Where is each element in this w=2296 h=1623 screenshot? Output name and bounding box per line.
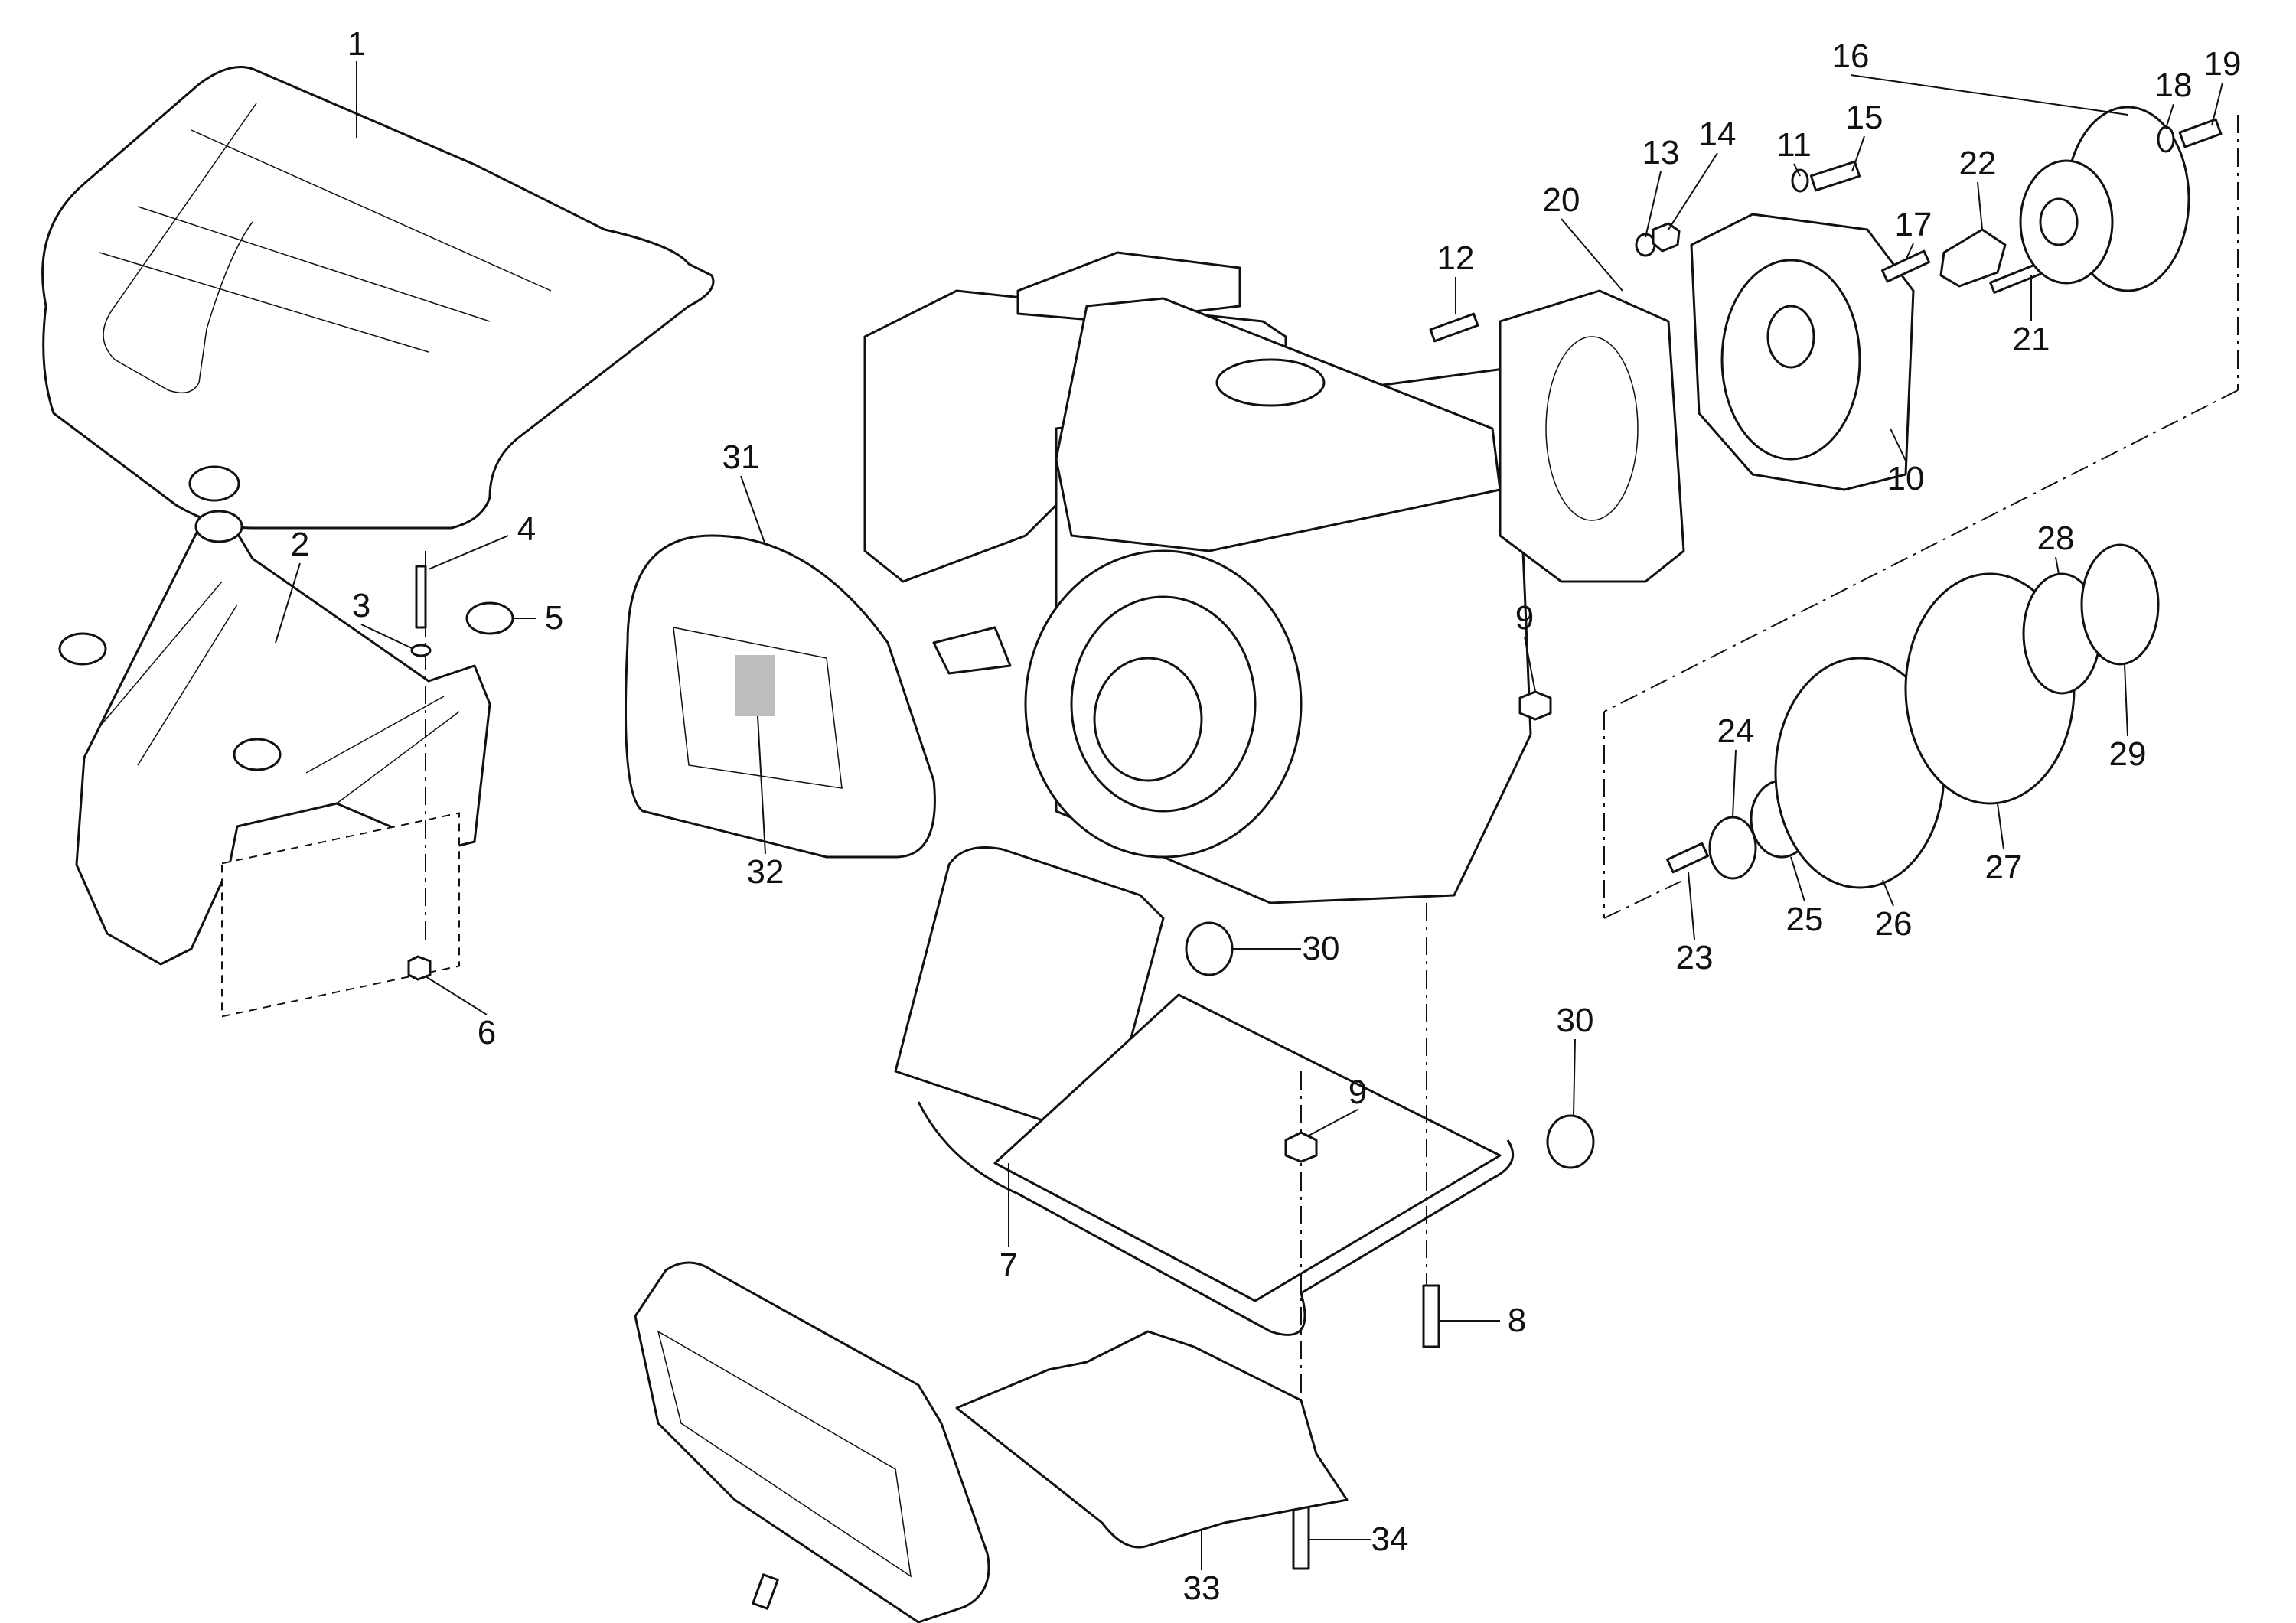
warning-label (735, 655, 775, 716)
bolt-34 (1292, 1506, 1310, 1570)
base-plate (955, 1330, 1349, 1549)
threaded-plug-30 (1185, 921, 1234, 976)
callout-34-bolt: 34 (1371, 1520, 1409, 1558)
callout-14-nut: 14 (1698, 116, 1737, 153)
callout-30-threaded-plug: 30 (1556, 1002, 1594, 1039)
top-cover (41, 66, 715, 530)
foot-guard (634, 1261, 990, 1623)
callout-2-mounting-bracket: 2 (290, 526, 310, 563)
callout-16-pump-cover: 16 (1831, 37, 1870, 75)
nut-14 (1652, 222, 1681, 253)
mounting-bracket (58, 465, 514, 966)
impeller-nut-22 (1939, 228, 2007, 288)
callout-6-nut: 6 (477, 1014, 497, 1051)
callout-18-washer: 18 (2154, 67, 2193, 104)
washer-13 (1635, 233, 1656, 257)
callout-9-flange-nut: 9 (1348, 1074, 1368, 1111)
nut-6 (407, 955, 432, 981)
bolt-15 (1809, 160, 1861, 192)
dowel-pin-12 (1429, 312, 1479, 343)
side-guard (625, 534, 936, 859)
callout-22-impeller-nut: 22 (1958, 145, 1997, 182)
washer-11 (1791, 168, 1809, 193)
stud-17 (1880, 249, 1931, 283)
callout-24-washer-disc: 24 (1717, 712, 1755, 750)
flange-nut-9-upper (1518, 690, 1552, 721)
callout-4-bolt: 4 (517, 510, 536, 548)
callout-32-warning-label: 32 (746, 853, 784, 891)
callout-12-dowel-pin: 12 (1437, 240, 1475, 277)
callout-10-pump-housing: 10 (1887, 460, 1925, 497)
callout-7-tube-frame: 7 (999, 1247, 1019, 1284)
threaded-plug-30-right (1546, 1114, 1595, 1169)
bolt-foot-guard (752, 1573, 779, 1610)
callout-21-key: 21 (2012, 321, 2050, 358)
callout-20-gasket-plate: 20 (1542, 181, 1580, 219)
pump-housing (1690, 213, 1915, 491)
callout-5-rubber-grommet: 5 (544, 599, 564, 637)
callout-17-threaded-stud: 17 (1894, 206, 1932, 243)
callout-28-bearing: 28 (2037, 520, 2075, 557)
leader-lines (275, 61, 2223, 1570)
callout-19-bolt: 19 (2203, 45, 2242, 83)
callout-31-side-guard: 31 (722, 438, 760, 476)
callout-23-bolt: 23 (1675, 939, 1714, 976)
callout-15-bolt: 15 (1845, 99, 1883, 136)
callout-11-washer: 11 (1776, 126, 1812, 164)
oil-seal-29 (2080, 543, 2160, 666)
callout-29-oil-seal: 29 (2108, 735, 2147, 773)
callout-13-washer: 13 (1642, 134, 1680, 171)
washer-3 (410, 644, 432, 657)
bolt-4 (415, 565, 427, 629)
pump-cover-16 (2019, 106, 2190, 292)
flange-nut-9 (1284, 1131, 1318, 1163)
tube-frame (894, 846, 1515, 1336)
callout-26-impeller-cup: 26 (1874, 905, 1913, 943)
callout-1-top-cover: 1 (347, 25, 367, 63)
callout-25-threaded-bushing: 25 (1786, 901, 1824, 938)
callout-27-seal-ring: 27 (1985, 849, 2023, 886)
callout-9-flange-nut: 9 (1515, 599, 1534, 637)
washer-18 (2157, 125, 2175, 153)
washer-disc-24 (1708, 816, 1757, 880)
callout-3-washer: 3 (351, 587, 371, 624)
bolt-23 (1666, 842, 1709, 874)
callout-8-frame-bolt: 8 (1507, 1302, 1527, 1339)
engine (863, 251, 1532, 904)
gasket-plate (1499, 289, 1685, 583)
battery-box-outline (221, 812, 460, 1018)
callout-33-base-plate: 33 (1182, 1569, 1221, 1607)
bolt-19 (2178, 118, 2223, 148)
callout-30-threaded-plug: 30 (1302, 930, 1340, 967)
bolt-8 (1422, 1284, 1440, 1348)
